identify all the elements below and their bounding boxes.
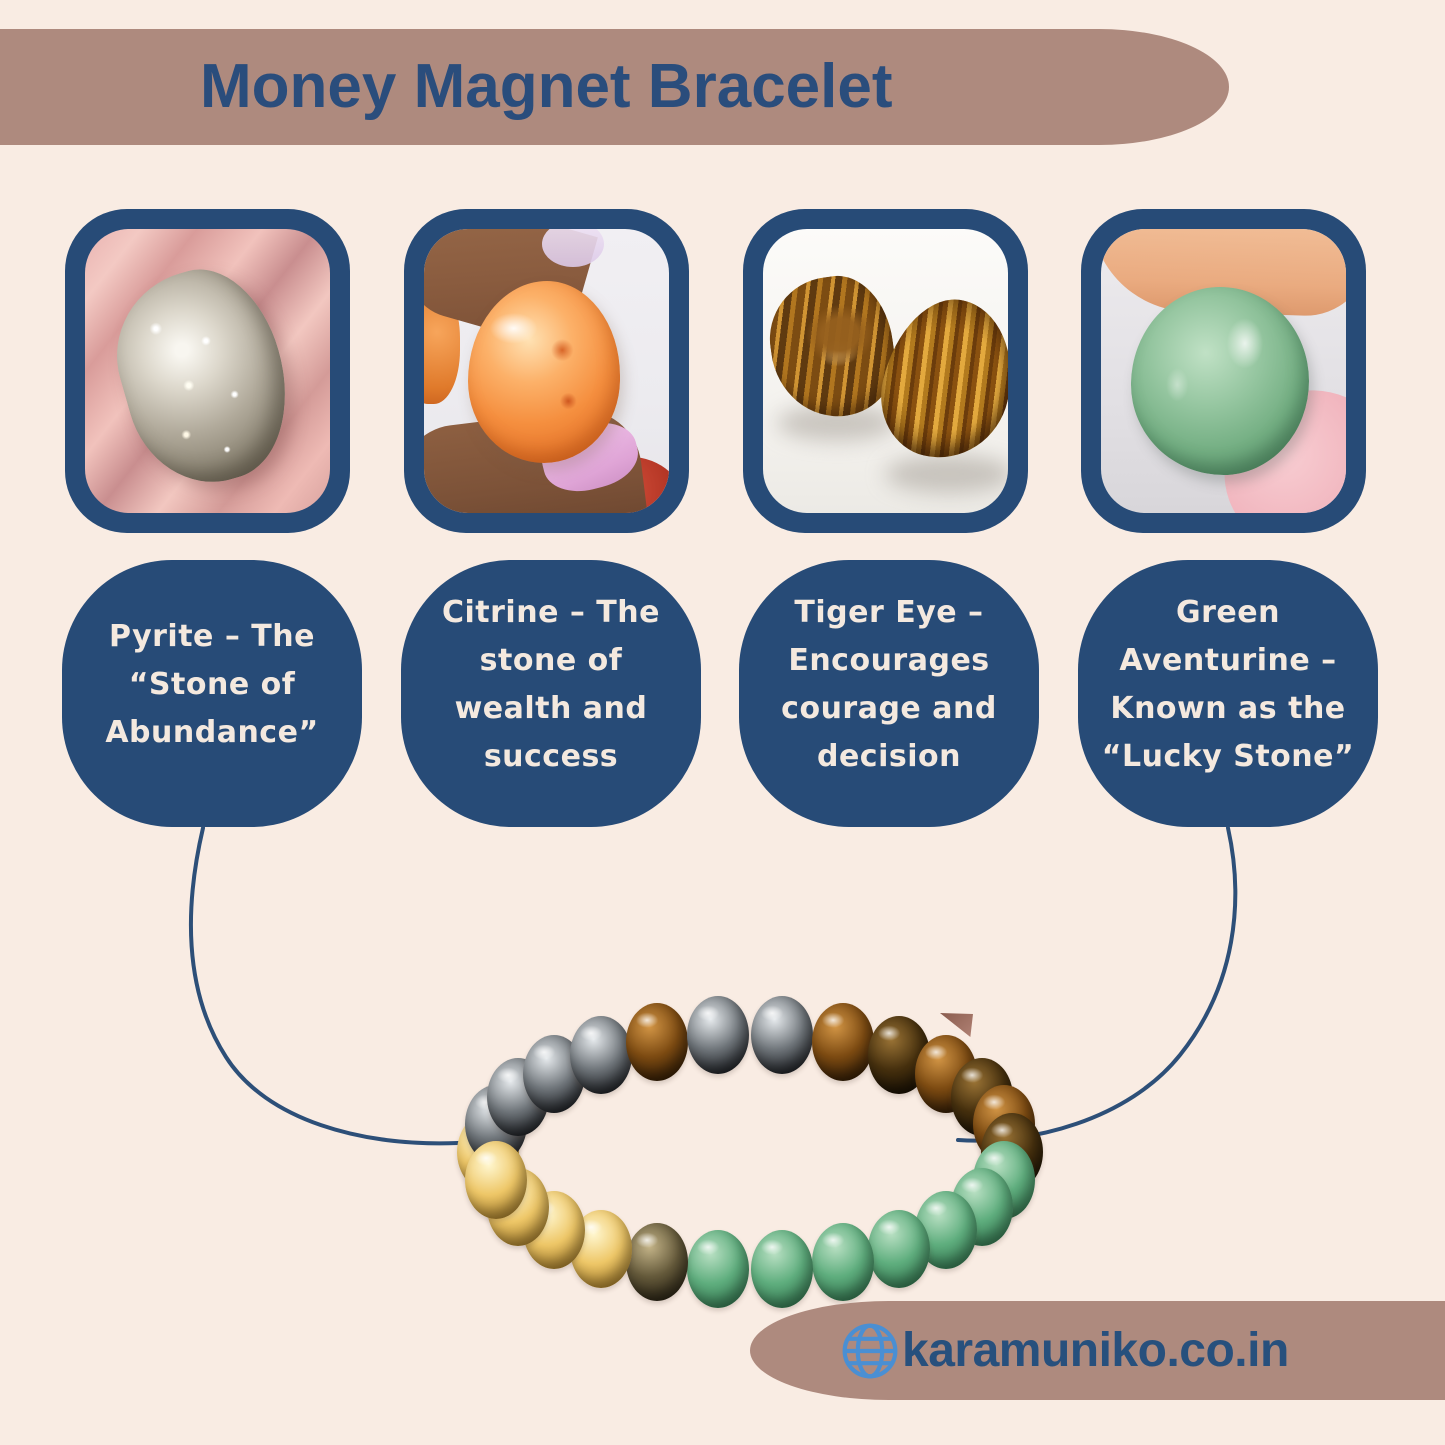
aventurine-ball-shape (1131, 287, 1309, 475)
pyrite-photo (85, 229, 330, 513)
label-line: decision (816, 738, 961, 774)
stone-card-green-aventurine (1081, 209, 1366, 533)
website-url[interactable]: karamuniko.co.in (902, 1324, 1289, 1377)
bracelet-bead-pyrite (626, 1223, 689, 1302)
stone-card-citrine (404, 209, 689, 533)
label-line: “Stone of (128, 666, 296, 702)
globe-icon (842, 1323, 898, 1378)
label-line: Known as the (1110, 690, 1346, 726)
bracelet-bead-green (750, 1230, 813, 1309)
stone-card-pyrite (65, 209, 350, 533)
stone-label-text: Tiger Eye – Encourages courage and decis… (781, 589, 997, 799)
green-aventurine-photo (1101, 229, 1346, 513)
website-banner[interactable]: karamuniko.co.in (750, 1301, 1445, 1400)
bracelet-bead-green (867, 1210, 930, 1289)
label-line: Abundance” (105, 714, 319, 750)
label-line: Pyrite – The (109, 618, 315, 654)
title-banner: Money Magnet Bracelet (0, 29, 1229, 145)
label-line: stone of (479, 642, 623, 678)
label-line: Encourages (788, 642, 990, 678)
bracelet-bead-tigereye (626, 1002, 689, 1081)
bracelet-bead-green (687, 1230, 750, 1309)
label-line: Tiger Eye – (794, 594, 984, 630)
stone-label-text: Pyrite – The “Stone of Abundance” (105, 613, 318, 775)
stone-shadow (885, 455, 1008, 493)
stone-card-tiger-eye (743, 209, 1028, 533)
bracelet-bead-tigereye (811, 1002, 874, 1081)
stone-label-tiger-eye: Tiger Eye – Encourages courage and decis… (739, 560, 1039, 827)
citrine-photo (424, 229, 669, 513)
label-line: Green (1176, 594, 1280, 630)
stone-label-text: Green Aventurine – Known as the “Lucky S… (1102, 589, 1354, 799)
label-line: Citrine – The (442, 594, 660, 630)
stone-label-pyrite: Pyrite – The “Stone of Abundance” (62, 560, 362, 827)
citrine-stone-shape (468, 281, 620, 463)
fingernail-shape (542, 229, 604, 267)
page-title: Money Magnet Bracelet (200, 52, 893, 121)
label-line: wealth and (454, 690, 648, 726)
bracelet-bead-green (811, 1223, 874, 1302)
stone-label-text: Citrine – The stone of wealth and succes… (442, 589, 660, 799)
bracelet-bead-citrine (464, 1141, 527, 1220)
tiger-eye-photo (763, 229, 1008, 513)
stone-label-citrine: Citrine – The stone of wealth and succes… (401, 560, 701, 827)
label-line: “Lucky Stone” (1101, 738, 1355, 774)
bracelet-bead-hematite (570, 1015, 633, 1094)
bracelet-bead-hematite (750, 995, 813, 1074)
label-line: success (483, 738, 619, 774)
label-line: courage and (781, 690, 997, 726)
bracelet-bead-hematite (687, 995, 750, 1074)
label-line: Aventurine – (1119, 642, 1337, 678)
stone-label-green-aventurine: Green Aventurine – Known as the “Lucky S… (1078, 560, 1378, 827)
